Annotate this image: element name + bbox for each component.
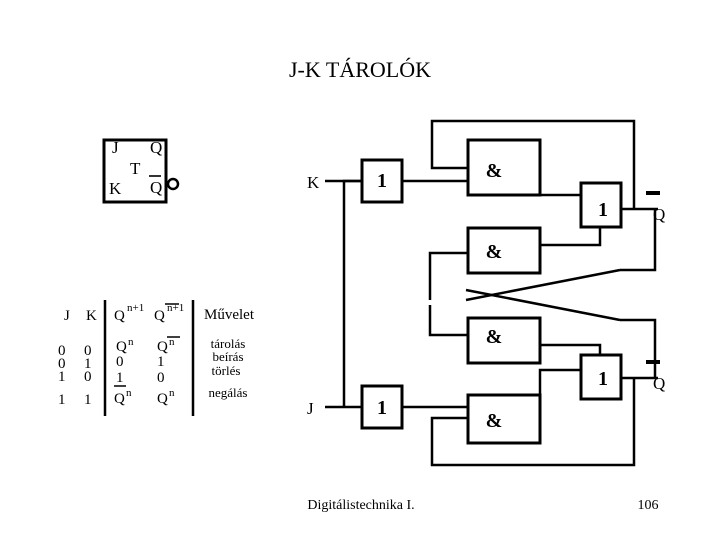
row1-q: Q <box>116 339 127 355</box>
row3-q: 1 <box>116 370 124 386</box>
table-row: 0 0 Q n Q n tárolás <box>58 336 245 359</box>
or-gate-upper <box>360 158 404 204</box>
row1-j: 0 <box>58 343 66 359</box>
row4-k: 1 <box>84 392 92 408</box>
table-header-operation: Művelet <box>204 307 255 323</box>
output-qbar-label: Q <box>653 374 665 393</box>
row1-k: 0 <box>84 343 92 359</box>
row4-q: Q <box>114 391 125 407</box>
page-title: J-K TÁROLÓK <box>289 57 431 82</box>
and-gate-lower-label: & <box>486 410 503 432</box>
and-gate-mid-lower-label: & <box>486 326 503 348</box>
and-gate-upper <box>466 138 542 197</box>
row3-k: 0 <box>84 369 92 385</box>
table-row: 0 1 0 1 beírás <box>58 349 244 372</box>
row1-qbar: Q <box>157 339 168 355</box>
symbol-t-label: T <box>130 159 141 178</box>
symbol-qbar-label: Q <box>150 178 162 197</box>
page-number: 106 <box>638 498 659 513</box>
and-gate-upper-label: & <box>486 160 503 182</box>
row4-qbar: Q <box>157 391 168 407</box>
row2-k: 1 <box>84 356 92 372</box>
row4-qbar-sup: n <box>169 387 175 399</box>
symbol-j-label: J <box>112 138 119 157</box>
nor-gate-lower-label: 1 <box>598 368 608 390</box>
nor-gate-upper <box>579 181 623 229</box>
table-header-q-sup: n+1 <box>127 302 144 314</box>
jk-symbol: J K T Q Q <box>102 138 180 204</box>
input-j-label: J <box>307 399 314 418</box>
row3-j: 1 <box>58 369 66 385</box>
table-header-qbar-sup: n+1 <box>167 302 184 314</box>
table-header-j: J <box>64 308 70 324</box>
table-header-q: Q <box>114 308 125 324</box>
inversion-bubble <box>166 177 180 191</box>
output-q-label: Q <box>653 205 665 224</box>
truth-table: J K Q n+1 Q n+1 Művelet 0 0 Q n Q n táro… <box>58 300 255 416</box>
table-header-k: K <box>86 308 97 324</box>
table-row: 1 1 Q n Q n negálás <box>58 385 247 408</box>
row4-operation: negálás <box>209 385 248 400</box>
input-k-label: K <box>307 173 320 192</box>
or-gate-lower-label: 1 <box>377 397 387 419</box>
and-gate-mid-lower <box>466 316 542 365</box>
or-gate-lower <box>360 384 404 430</box>
footer-course: Digitálistechnika I. <box>307 498 414 513</box>
and-gate-mid-upper <box>466 226 542 275</box>
row4-j: 1 <box>58 392 66 408</box>
and-gate-mid-upper-label: & <box>486 241 503 263</box>
nor-gate-upper-label: 1 <box>598 199 608 221</box>
row2-operation: beírás <box>212 349 243 364</box>
symbol-k-label: K <box>109 179 122 198</box>
and-gate-lower <box>466 393 542 445</box>
jk-circuit: K J 1 & 1 & & 1 1 & Q Q <box>307 119 665 467</box>
row2-j: 0 <box>58 356 66 372</box>
nor-gate-lower <box>579 353 623 401</box>
row3-operation: törlés <box>212 363 241 378</box>
row1-q-sup: n <box>128 336 134 348</box>
row3-qbar: 0 <box>157 370 165 386</box>
flipflop-box <box>102 138 168 204</box>
table-row: 1 0 1 0 törlés <box>58 363 240 386</box>
symbol-q-label: Q <box>150 138 162 157</box>
row4-q-sup: n <box>126 387 132 399</box>
row2-q: 0 <box>116 354 124 370</box>
circuit-wires <box>325 119 660 467</box>
row1-qbar-sup: n <box>169 336 175 348</box>
row1-operation: tárolás <box>211 336 246 351</box>
table-header-qbar: Q <box>154 308 165 324</box>
row2-qbar: 1 <box>157 354 165 370</box>
or-gate-upper-label: 1 <box>377 170 387 192</box>
